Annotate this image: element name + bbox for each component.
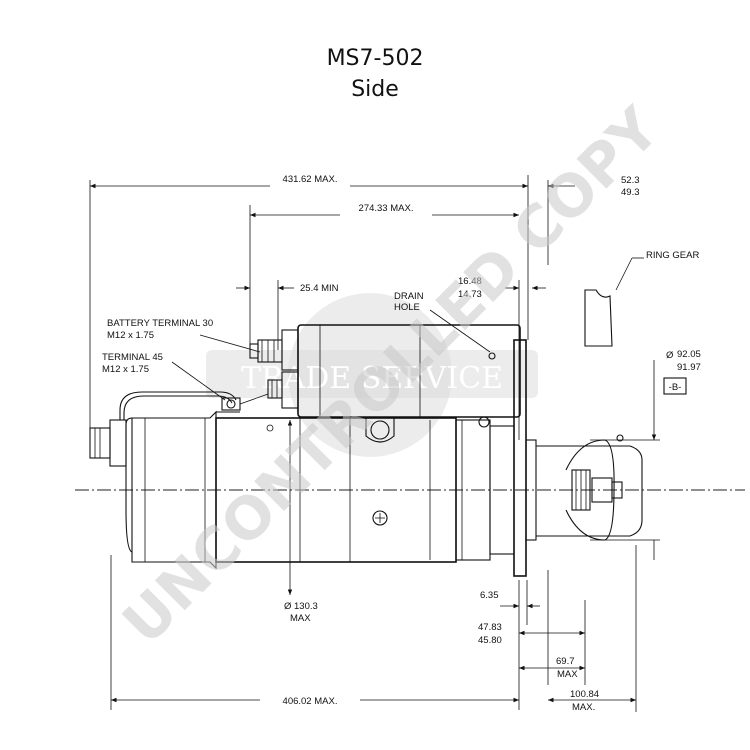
dim-overall-length: 431.62 MAX. [283, 174, 338, 185]
pilot-diameter-symbol: Ø [666, 350, 674, 361]
dim-housing-diameter: Ø 130.3 [284, 601, 318, 612]
uncontrolled-copy-watermark: UNCONTROLLED COPY [109, 94, 672, 657]
dim-offset-lower: 49.3 [621, 187, 640, 198]
leader-lines [171, 309, 491, 401]
dim-100-84: 100.84 [570, 689, 599, 700]
dim-69-7: 69.7 [556, 656, 575, 667]
dim-body-length: 406.02 MAX. [283, 696, 338, 707]
dim-offset-upper: 52.3 [621, 175, 640, 186]
battery-terminal-thread: M12 x 1.75 [107, 330, 154, 341]
dim-housing-diameter-max: MAX [290, 613, 311, 624]
solenoid [249, 324, 521, 418]
dim-drain-lower: 14.73 [458, 289, 482, 300]
terminal-45-label: TERMINAL 45 [102, 352, 163, 363]
drain-hole-label-2: HOLE [394, 302, 420, 313]
cable [119, 391, 269, 420]
dim-solenoid-length: 274.33 MAX. [359, 203, 414, 214]
part-number: MS7-502 [326, 46, 424, 71]
dim-100-84-max: MAX. [572, 702, 595, 713]
datum-b-box [663, 377, 687, 395]
drain-hole-label-1: DRAIN [394, 291, 424, 302]
motor-frame [215, 417, 457, 563]
trade-service-seal: TRADE SERVICE [206, 293, 538, 457]
dim-25-4-min: 25.4 MIN [300, 283, 339, 294]
dim-flange-thickness: 6.35 [480, 590, 499, 601]
commutator-housing [131, 410, 240, 570]
terminal-45-thread: M12 x 1.75 [102, 364, 149, 375]
ring-gear-label: RING GEAR [646, 250, 699, 261]
nose-and-pinion [525, 434, 643, 541]
dim-69-7-max: MAX [557, 669, 578, 680]
seal-text: TRADE SERVICE [241, 361, 503, 396]
motor-rear-end [89, 417, 145, 553]
dim-drain-upper: 16.48 [458, 276, 482, 287]
pilot-diameter-upper: 92.05 [677, 349, 701, 360]
dim-mount-upper: 47.83 [478, 622, 502, 633]
diagram-title: MS7-502 Side [0, 43, 750, 105]
ring-gear-profile [584, 257, 644, 347]
view-label: Side [351, 77, 399, 102]
dimension-lines [90, 183, 657, 703]
battery-terminal-label: BATTERY TERMINAL 30 [107, 318, 213, 329]
dim-mount-lower: 45.80 [478, 635, 502, 646]
datum-b-label: -B- [669, 382, 682, 393]
pilot-diameter-lower: 91.97 [677, 362, 701, 373]
